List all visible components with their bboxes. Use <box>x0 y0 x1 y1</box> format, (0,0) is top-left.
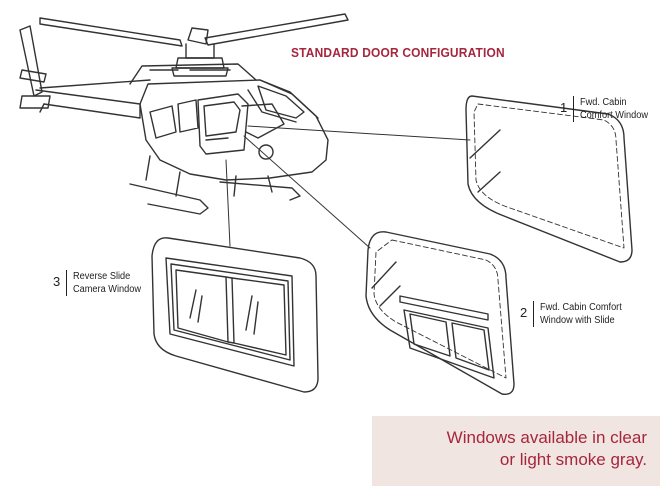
callout-number: 2 <box>520 305 528 320</box>
callout-label: Reverse Slide Camera Window <box>73 270 141 296</box>
callout-label-line: Comfort Window <box>580 110 649 121</box>
callout-window-1: 1 Fwd. Cabin Comfort Window <box>560 96 654 122</box>
callout-number: 3 <box>53 274 61 289</box>
callout-divider <box>66 270 68 296</box>
availability-note: Windows available in clear or light smok… <box>372 416 660 486</box>
callout-number: 1 <box>560 100 568 115</box>
callout-label-line: Reverse Slide <box>73 271 131 282</box>
callout-divider <box>573 96 575 122</box>
callout-window-3: 3 Reverse Slide Camera Window <box>53 270 147 296</box>
diagram-title: STANDARD DOOR CONFIGURATION <box>291 45 505 60</box>
callout-divider <box>533 301 535 327</box>
leader-lines <box>225 125 471 249</box>
window-3-reverse-slide-camera <box>151 237 319 393</box>
callout-label: Fwd. Cabin Comfort Window with Slide <box>540 301 622 327</box>
callout-label-line: Fwd. Cabin <box>580 97 627 108</box>
callout-label-line: Fwd. Cabin Comfort <box>540 302 623 313</box>
window-1-fwd-cabin-comfort <box>465 95 633 263</box>
note-line: Windows available in clear <box>446 428 647 447</box>
callout-label-line: Window with Slide <box>540 315 615 326</box>
callout-label-line: Camera Window <box>73 284 142 295</box>
note-line: or light smoke gray. <box>499 450 647 469</box>
callout-label: Fwd. Cabin Comfort Window <box>580 96 648 122</box>
callout-window-2: 2 Fwd. Cabin Comfort Window with Slide <box>520 301 629 327</box>
helicopter-illustration <box>19 13 349 215</box>
window-2-fwd-cabin-comfort-slide <box>365 231 515 395</box>
